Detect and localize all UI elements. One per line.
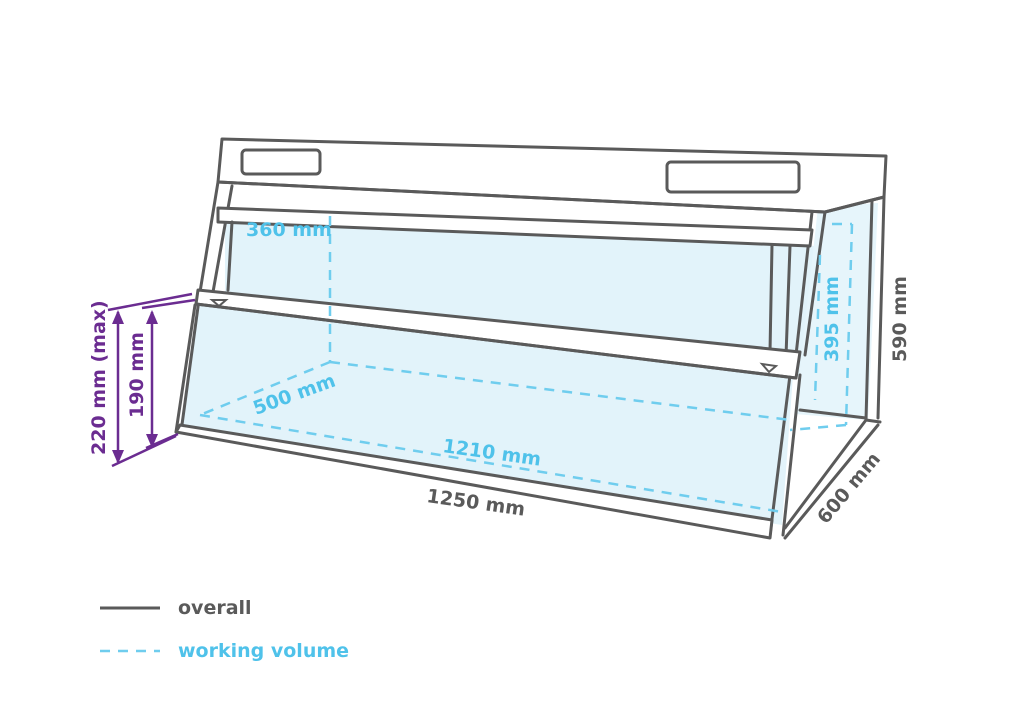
label-opening-220: 220 mm (max) — [88, 300, 110, 455]
right-sash-handle — [759, 362, 779, 374]
label-overall-height: 590 mm — [889, 276, 911, 362]
opening-dimension-lines — [107, 292, 196, 468]
label-work-height-back: 360 mm — [246, 219, 332, 241]
label-work-height-side: 395 mm — [821, 276, 843, 362]
label-opening-190: 190 mm — [126, 332, 148, 418]
left-sash-handle — [209, 299, 229, 308]
legend-working-label: working volume — [178, 640, 349, 662]
working-volume-outline — [199, 216, 854, 514]
cabinet-frame — [174, 137, 888, 540]
legend: overall working volume — [100, 597, 349, 662]
upper-glass-panel — [225, 212, 815, 378]
legend-overall-label: overall — [178, 597, 252, 619]
opening-arrowheads — [112, 310, 158, 464]
